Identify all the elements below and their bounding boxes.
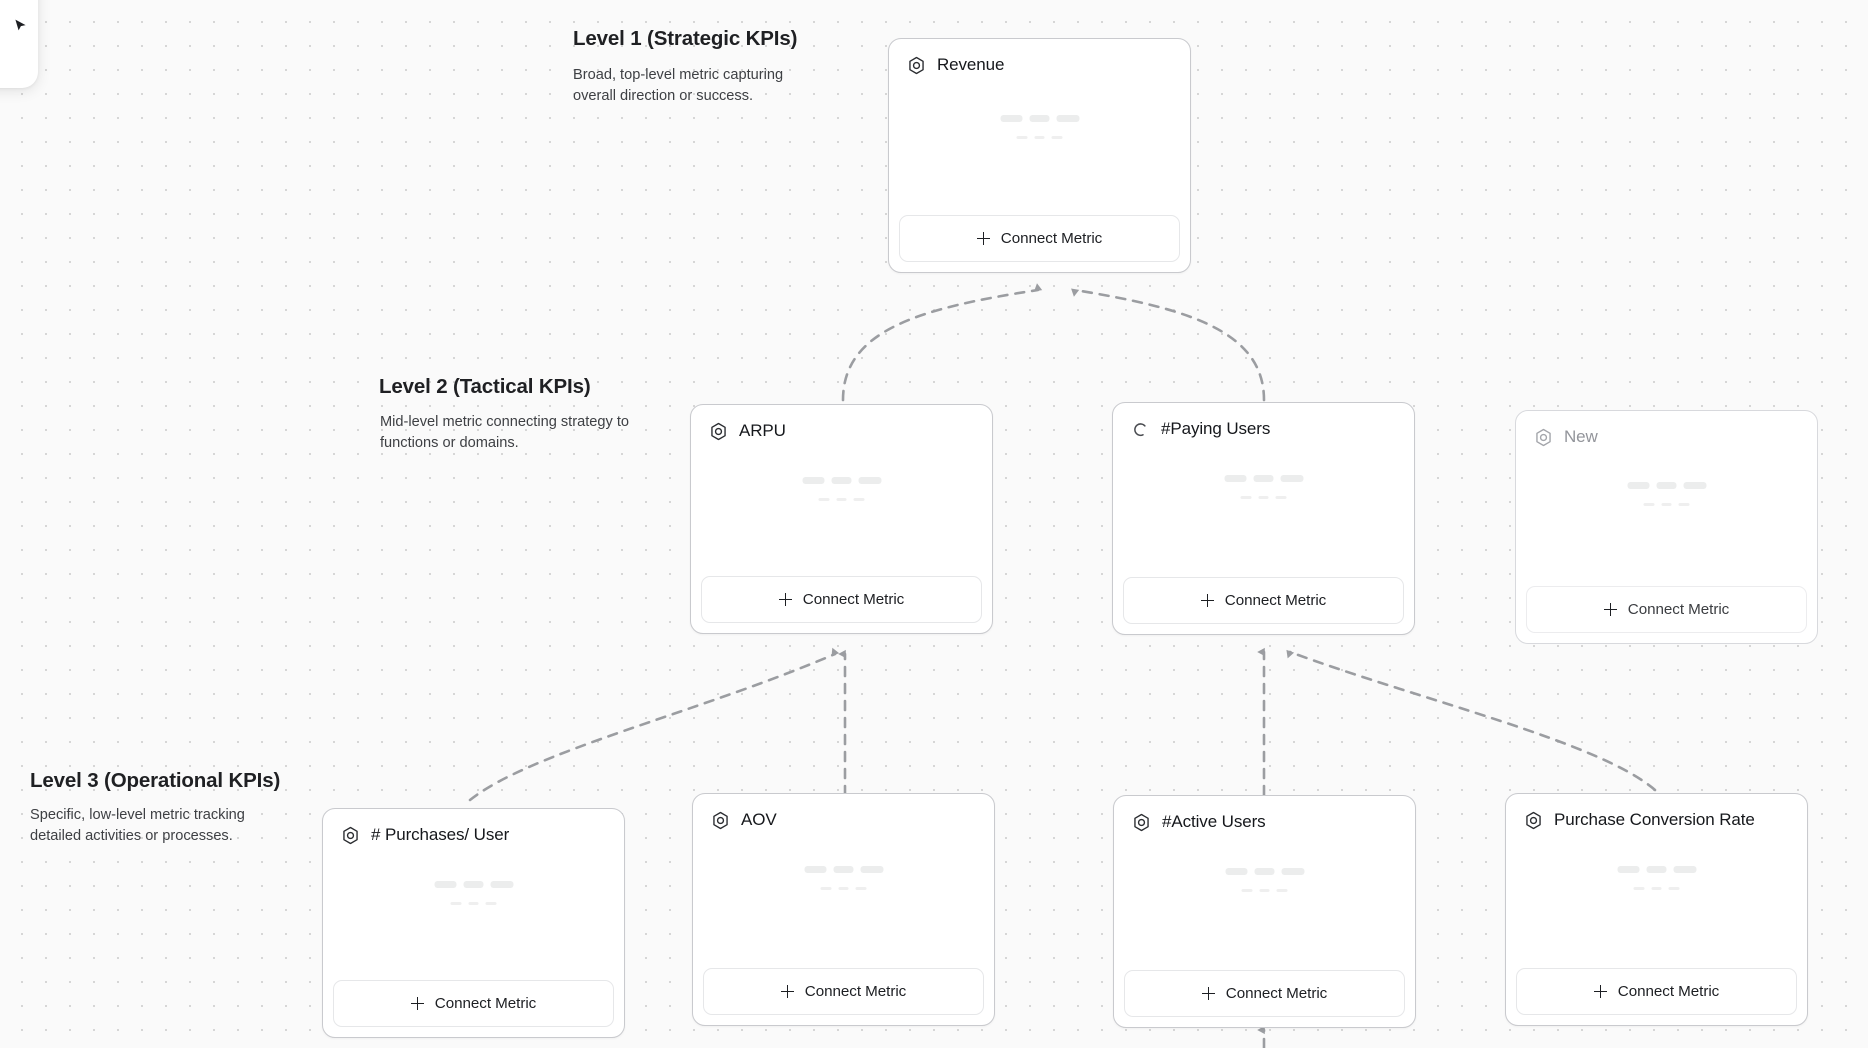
level-3-title: Level 3 (Operational KPIs) (30, 769, 281, 792)
card-header: #Active Users (1114, 796, 1415, 832)
plus-icon (1603, 603, 1617, 616)
card-body-placeholder (1506, 830, 1807, 968)
connect-metric-label: Connect Metric (802, 591, 905, 608)
card-title: #Paying Users (1161, 419, 1271, 438)
card-header: #Paying Users (1113, 403, 1414, 439)
metric-card-new[interactable]: New Connect Metric (1515, 410, 1818, 644)
connect-metric-button[interactable]: Connect Metric (1516, 968, 1797, 1015)
hexagon-target-icon (343, 826, 358, 844)
connect-metric-button[interactable]: Connect Metric (703, 968, 984, 1015)
connect-metric-button[interactable]: Connect Metric (899, 215, 1180, 262)
metric-card-purchase-conversion-rate[interactable]: Purchase Conversion Rate Connect Metric (1505, 793, 1808, 1026)
connect-metric-label: Connect Metric (1627, 601, 1730, 618)
card-header: AOV (693, 794, 994, 830)
hexagon-target-icon (909, 56, 924, 74)
card-header: Revenue (889, 39, 1190, 75)
card-body-placeholder (1516, 447, 1817, 586)
level-3-label-group: Level 3 (Operational KPIs) Specific, low… (30, 769, 280, 848)
hexagon-target-icon (713, 811, 728, 829)
hexagon-target-icon (1536, 428, 1551, 446)
edge-arpu-to-revenue (841, 283, 1043, 402)
card-title: # Purchases/ User (371, 825, 510, 844)
plus-icon (410, 997, 424, 1010)
hexagon-target-icon (1526, 811, 1541, 829)
spinner-icon (1134, 422, 1146, 436)
level-1-title: Level 1 (Strategic KPIs) (573, 27, 798, 50)
card-header: # Purchases/ User (323, 809, 624, 845)
card-header: Purchase Conversion Rate (1506, 794, 1807, 830)
card-body-placeholder (323, 845, 624, 980)
edge-conversion-to-paying-users (1286, 649, 1657, 792)
card-title: Revenue (937, 55, 1005, 74)
connect-metric-button[interactable]: Connect Metric (1123, 577, 1404, 624)
level-1-description: Broad, top-level metric capturing overal… (573, 67, 784, 105)
connect-metric-label: Connect Metric (1225, 985, 1328, 1002)
hexagon-target-icon (1134, 813, 1149, 831)
level-1-label-group: Level 1 (Strategic KPIs) Broad, top-leve… (573, 27, 823, 108)
connect-metric-label: Connect Metric (804, 983, 907, 1000)
cursor-pointer-icon (15, 19, 26, 31)
card-body-placeholder (693, 830, 994, 968)
metric-card-purchases-per-user[interactable]: # Purchases/ User Connect Metric (322, 808, 625, 1038)
corner-floating-panel[interactable] (0, 0, 38, 88)
card-header: ARPU (691, 405, 992, 441)
plus-icon (976, 232, 990, 245)
edge-purchases-to-arpu (468, 647, 840, 802)
card-title: AOV (741, 810, 777, 829)
card-body-placeholder (691, 441, 992, 576)
connect-metric-button[interactable]: Connect Metric (1526, 586, 1807, 633)
metric-card-aov[interactable]: AOV Connect Metric (692, 793, 995, 1026)
level-2-description: Mid-level metric connecting strategy to … (380, 414, 630, 452)
plus-icon (1201, 987, 1215, 1000)
metric-card-active-users[interactable]: #Active Users Connect Metric (1113, 795, 1416, 1028)
card-header: New (1516, 411, 1817, 447)
card-title: #Active Users (1162, 812, 1266, 831)
plus-icon (1200, 594, 1214, 607)
hexagon-target-icon (711, 422, 726, 440)
plus-icon (1593, 985, 1607, 998)
card-title: Purchase Conversion Rate (1554, 810, 1755, 829)
connect-metric-label: Connect Metric (434, 995, 537, 1012)
edge-paying-users-to-revenue (1071, 288, 1266, 402)
card-title: ARPU (739, 421, 786, 440)
connect-metric-label: Connect Metric (1000, 230, 1103, 247)
card-body-placeholder (889, 75, 1190, 215)
metric-card-revenue[interactable]: Revenue Connect Metric (888, 38, 1191, 273)
level-3-description: Specific, low-level metric tracking deta… (30, 807, 245, 845)
plus-icon (778, 593, 792, 606)
connect-metric-label: Connect Metric (1224, 592, 1327, 609)
connect-metric-button[interactable]: Connect Metric (701, 576, 982, 623)
plus-icon (780, 985, 794, 998)
level-2-label-group: Level 2 (Tactical KPIs) Mid-level metric… (379, 375, 630, 455)
metric-card-paying-users[interactable]: #Paying Users Connect Metric (1112, 402, 1415, 635)
level-2-title: Level 2 (Tactical KPIs) (379, 375, 591, 398)
card-body-placeholder (1113, 439, 1414, 577)
connect-metric-button[interactable]: Connect Metric (1124, 970, 1405, 1017)
connect-metric-label: Connect Metric (1617, 983, 1720, 1000)
card-title: New (1564, 427, 1598, 446)
card-body-placeholder (1114, 832, 1415, 970)
metric-card-arpu[interactable]: ARPU Connect Metric (690, 404, 993, 634)
connect-metric-button[interactable]: Connect Metric (333, 980, 614, 1027)
